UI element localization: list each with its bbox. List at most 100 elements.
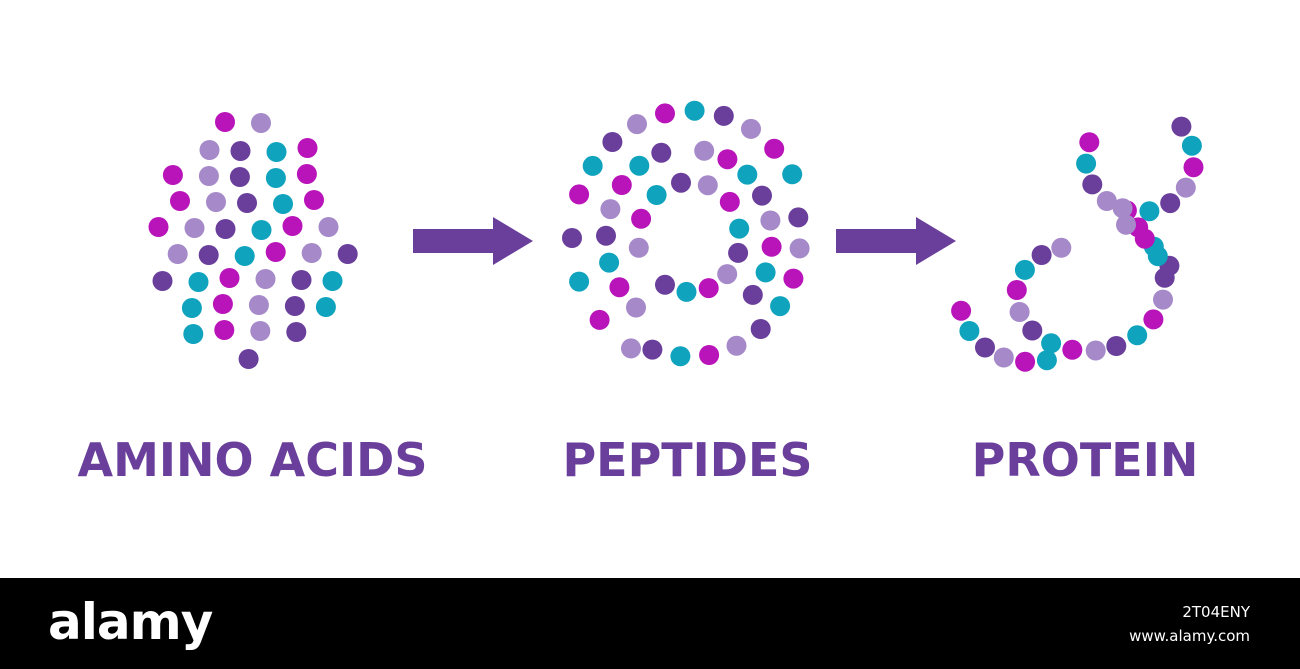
peptide-dot bbox=[783, 268, 804, 289]
protein-residue-dot bbox=[993, 347, 1014, 368]
peptide-dot bbox=[697, 175, 718, 196]
peptide-dot bbox=[752, 185, 772, 206]
amino-acid-dot bbox=[234, 246, 255, 266]
peptide-dot bbox=[764, 138, 785, 159]
peptide-dot bbox=[626, 297, 646, 318]
amino-acid-dot bbox=[301, 243, 322, 263]
amino-acid-dot bbox=[237, 193, 257, 213]
peptide-dot bbox=[651, 142, 672, 163]
peptide-dot bbox=[646, 185, 667, 205]
protein-residue-dot bbox=[1134, 228, 1155, 249]
amino-acid-dot bbox=[162, 165, 183, 185]
watermark-footer: alamy 2T04ENY www.alamy.com bbox=[0, 578, 1300, 669]
protein-residue-dot bbox=[1014, 259, 1035, 280]
peptide-dot bbox=[717, 149, 738, 170]
amino-acid-dot bbox=[183, 324, 204, 344]
peptide-dot bbox=[627, 114, 647, 135]
peptide-dot bbox=[655, 103, 675, 124]
protein-chain bbox=[951, 116, 1204, 372]
peptide-dot bbox=[719, 191, 740, 212]
image-id: 2T04ENY bbox=[1182, 603, 1250, 621]
amino-acid-dot bbox=[297, 138, 318, 158]
peptide-dot bbox=[631, 208, 652, 229]
peptide-dot bbox=[761, 236, 782, 257]
amino-acid-dot bbox=[248, 295, 269, 315]
amino-acid-dot bbox=[152, 271, 173, 291]
peptides-label: PEPTIDES bbox=[562, 433, 813, 487]
protein-residue-dot bbox=[975, 337, 995, 358]
protein-residue-dot bbox=[1106, 336, 1127, 356]
peptide-dot bbox=[611, 175, 632, 195]
peptide-dot bbox=[729, 218, 750, 239]
amino-acid-dot bbox=[265, 242, 286, 262]
amino-acid-dot bbox=[170, 191, 190, 211]
peptide-dot bbox=[788, 207, 809, 228]
amino-acid-dot bbox=[284, 296, 305, 316]
peptide-dot bbox=[698, 278, 719, 299]
amino-acid-dot bbox=[250, 321, 271, 341]
peptide-dot bbox=[628, 237, 649, 258]
peptide-dot bbox=[755, 262, 776, 283]
right-arrow-icon bbox=[413, 217, 533, 265]
protein-residue-dot bbox=[1175, 177, 1196, 198]
protein-residue-dot bbox=[1160, 193, 1181, 214]
process-diagram bbox=[148, 100, 1204, 372]
peptide-dot bbox=[684, 100, 705, 121]
amino-acid-dot bbox=[198, 166, 219, 186]
peptide-dot bbox=[671, 172, 691, 193]
protein-residue-dot bbox=[1009, 302, 1030, 322]
amino-acid-dot bbox=[318, 217, 339, 237]
protein-residue-dot bbox=[1036, 350, 1057, 371]
peptide-dot bbox=[655, 274, 675, 295]
amino-acid-dot bbox=[148, 217, 169, 237]
amino-acid-dot bbox=[251, 113, 271, 133]
amino-acid-dot bbox=[212, 294, 233, 314]
amino-acid-dot bbox=[167, 244, 188, 264]
amino-acid-dot bbox=[215, 219, 236, 239]
amino-acid-dot bbox=[188, 272, 209, 292]
peptide-dot bbox=[589, 309, 610, 330]
amino-acid-dot bbox=[214, 320, 235, 340]
amino-acid-dot bbox=[198, 245, 219, 265]
amino-acid-dot bbox=[206, 192, 226, 212]
peptide-dot bbox=[599, 252, 620, 273]
protein-residue-dot bbox=[1127, 325, 1148, 346]
amino-acid-dot bbox=[286, 322, 307, 342]
protein-residue-dot bbox=[1006, 280, 1027, 300]
peptide-dot bbox=[726, 335, 747, 356]
peptide-dot bbox=[741, 118, 761, 139]
peptide-dot bbox=[602, 132, 623, 152]
amino-acid-dot bbox=[181, 298, 202, 318]
amino-acid-dot bbox=[282, 216, 303, 236]
protein-residue-dot bbox=[951, 300, 972, 321]
peptide-dot bbox=[600, 199, 621, 220]
protein-label: PROTEIN bbox=[971, 433, 1199, 487]
protein-residue-dot bbox=[1153, 289, 1173, 310]
peptides-chains bbox=[562, 100, 810, 367]
peptide-dot bbox=[713, 105, 734, 126]
alamy-logo: alamy bbox=[48, 593, 213, 651]
peptide-dot bbox=[737, 164, 758, 185]
peptide-dot bbox=[750, 319, 771, 339]
amino-acid-dot bbox=[219, 268, 240, 288]
protein-residue-dot bbox=[1096, 191, 1117, 211]
peptide-dot bbox=[642, 339, 663, 360]
protein-residue-dot bbox=[1079, 132, 1100, 153]
protein-residue-dot bbox=[1085, 340, 1106, 361]
amino-acid-dot bbox=[255, 269, 276, 289]
peptide-dot bbox=[742, 284, 763, 305]
protein-residue-dot bbox=[1139, 201, 1160, 222]
peptide-dot bbox=[569, 184, 590, 205]
peptide-dot bbox=[621, 338, 641, 359]
amino-acid-dot bbox=[337, 244, 358, 264]
protein-residue-dot bbox=[1076, 153, 1097, 174]
protein-residue-dot bbox=[1181, 135, 1202, 156]
protein-residue-dot bbox=[1116, 214, 1136, 235]
protein-residue-dot bbox=[1171, 116, 1192, 137]
amino-acid-dot bbox=[291, 270, 312, 290]
protein-residue-dot bbox=[1051, 237, 1072, 258]
peptide-dot bbox=[717, 264, 738, 285]
amino-acids-label: AMINO ACIDS bbox=[77, 433, 428, 487]
amino-acid-dot bbox=[230, 141, 251, 161]
amino-acid-dot bbox=[238, 349, 259, 369]
